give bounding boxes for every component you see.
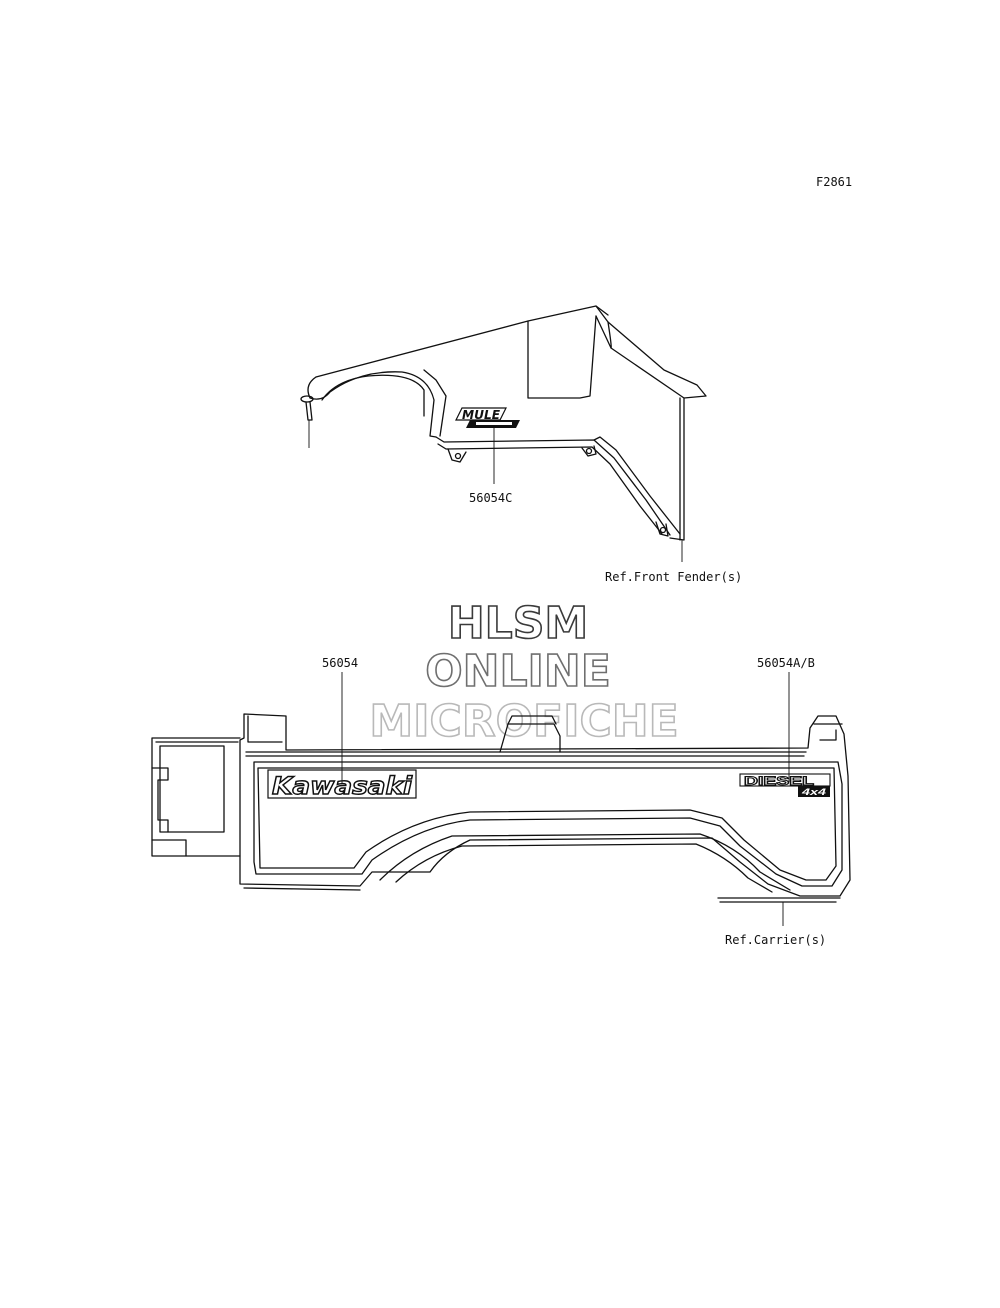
four-by-four-text: 4x4	[800, 787, 826, 797]
part-label-56054: 56054	[322, 656, 358, 670]
watermark: HLSM ONLINE MICROFICHE	[369, 597, 680, 748]
mule-decal: MULE	[455, 407, 520, 428]
ref-front-fender-label: Ref.Front Fender(s)	[605, 570, 742, 584]
diesel-logo-text: DIESEL	[744, 774, 814, 788]
mule-logo-text: MULE	[462, 408, 501, 422]
figure-code: F2861	[816, 175, 852, 189]
watermark-line-2: ONLINE	[425, 646, 611, 697]
watermark-line-1: HLSM	[448, 598, 588, 649]
watermark-line-3: MICROFICHE	[369, 696, 678, 747]
front-fender-drawing	[300, 305, 707, 541]
part-label-56054ab: 56054A/B	[757, 656, 815, 670]
part-label-56054c: 56054C	[469, 491, 512, 505]
carrier-drawing	[151, 713, 851, 903]
ref-carrier-label: Ref.Carrier(s)	[725, 933, 826, 947]
diesel-decal: DIESEL 4x4	[739, 773, 831, 797]
